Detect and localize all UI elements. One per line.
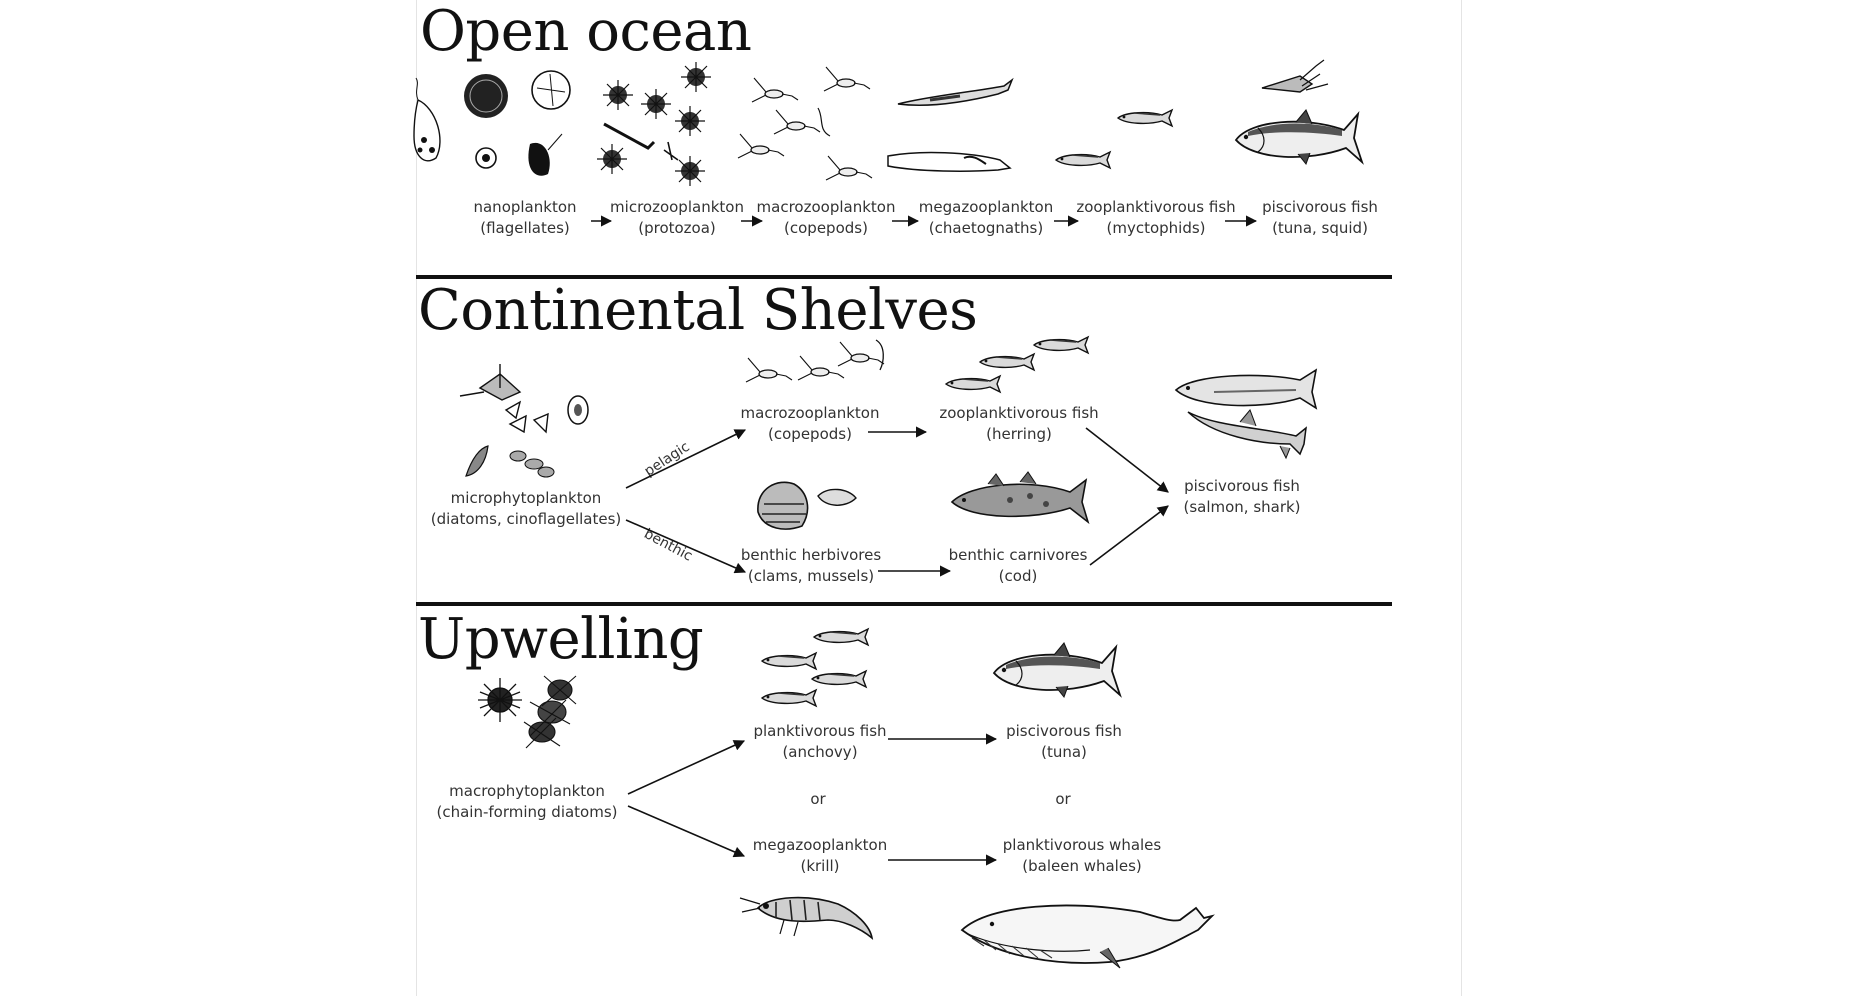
- shelves-benthic-node-2: benthic carnivores (cod): [949, 545, 1088, 587]
- node-example: (anchovy): [782, 743, 858, 761]
- upwelling-source-node: macrophytoplankton (chain-forming diatom…: [436, 781, 617, 823]
- section-title-open-ocean: Open ocean: [420, 0, 752, 64]
- protozoa-illustration: [596, 61, 712, 187]
- section-title-continental-shelves: Continental Shelves: [418, 278, 978, 343]
- node-name: microzooplankton: [610, 198, 744, 216]
- node-example: (krill): [800, 857, 840, 875]
- flagellate-cell-illustration: [413, 70, 571, 176]
- chaetognath-illustration: [887, 77, 1014, 172]
- node-example: (protozoa): [638, 219, 716, 237]
- shelves-sink-node: piscivorous fish (salmon, shark): [1183, 476, 1300, 518]
- salmon-illustration: [1174, 368, 1318, 410]
- open-ocean-node-4: megazooplankton (chaetognaths): [919, 197, 1053, 239]
- shelves-pelagic-node-2: zooplanktivorous fish (herring): [939, 403, 1098, 445]
- shelves-pelagic-node-1: macrozooplankton (copepods): [741, 403, 880, 445]
- node-name: planktivorous whales: [1002, 836, 1162, 854]
- node-example: (cod): [998, 567, 1038, 585]
- or-label-right: or: [1055, 790, 1071, 808]
- node-name: macrozooplankton: [740, 404, 880, 422]
- open-ocean-node-6: piscivorous fish (tuna, squid): [1262, 197, 1378, 239]
- myctophid-illustration: [1055, 109, 1173, 169]
- shelves-arrows: [625, 426, 1169, 577]
- tuna-illustration: [1235, 109, 1363, 165]
- node-name: zooplanktivorous fish: [1076, 198, 1236, 216]
- chain-diatom-illustration: [478, 675, 577, 749]
- shark-illustration: [1187, 409, 1307, 460]
- node-name: piscivorous fish: [1006, 722, 1122, 740]
- node-example: (chain-forming diatoms): [436, 803, 618, 821]
- node-name: planktivorous fish: [753, 722, 887, 740]
- section-title-upwelling: Upwelling: [418, 607, 704, 672]
- node-example: (tuna, squid): [1272, 219, 1368, 237]
- open-ocean-node-2: microzooplankton (protozoa): [610, 197, 744, 239]
- upwelling-arrows: [627, 733, 998, 866]
- node-example: (herring): [986, 425, 1052, 443]
- node-name: benthic herbivores: [740, 546, 882, 564]
- upwelling-lower-node-2: planktivorous whales (baleen whales): [1003, 835, 1161, 877]
- node-example: (salmon, shark): [1183, 498, 1301, 516]
- shelves-source-node: microphytoplankton (diatoms, cinoflagell…: [431, 488, 622, 530]
- node-name: piscivorous fish: [1262, 198, 1378, 216]
- upwelling-tuna-illustration: [993, 642, 1121, 698]
- herring-illustration: [945, 336, 1089, 393]
- node-name: microphytoplankton: [450, 489, 602, 507]
- anchovy-illustration: [761, 628, 869, 707]
- node-name: megazooplankton: [918, 198, 1054, 216]
- cod-illustration: [950, 471, 1090, 525]
- open-ocean-node-1: nanoplankton (flagellates): [473, 197, 576, 239]
- open-ocean-node-5: zooplanktivorous fish (myctophids): [1076, 197, 1235, 239]
- diatom-illustration: [459, 364, 589, 478]
- clam-illustration: [757, 481, 857, 530]
- upwelling-lower-node-1: megazooplankton (krill): [753, 835, 887, 877]
- open-ocean-node-3: macrozooplankton (copepods): [757, 197, 896, 239]
- section-divider: [416, 275, 1392, 279]
- krill-illustration: [739, 896, 874, 940]
- node-example: (clams, mussels): [747, 567, 875, 585]
- node-example: (baleen whales): [1022, 857, 1142, 875]
- shelves-copepod-illustration: [745, 339, 885, 383]
- squid-illustration: [1261, 59, 1329, 93]
- node-example: (chaetognaths): [928, 219, 1044, 237]
- node-name: macrozooplankton: [756, 198, 896, 216]
- node-name: zooplanktivorous fish: [939, 404, 1099, 422]
- or-label-left: or: [810, 790, 826, 808]
- node-example: (tuna): [1041, 743, 1087, 761]
- node-example: (flagellates): [480, 219, 570, 237]
- node-example: (copepods): [768, 425, 852, 443]
- node-name: nanoplankton: [473, 198, 577, 216]
- node-example: (copepods): [784, 219, 868, 237]
- node-name: benthic carnivores: [948, 546, 1088, 564]
- shelves-benthic-node-1: benthic herbivores (clams, mussels): [741, 545, 881, 587]
- baleen-whale-illustration: [960, 904, 1215, 969]
- figure-frame: [416, 0, 1462, 996]
- node-name: megazooplankton: [752, 836, 888, 854]
- node-example: (diatoms, cinoflagellates): [430, 510, 622, 528]
- upwelling-upper-node-2: piscivorous fish (tuna): [1006, 721, 1122, 763]
- node-name: piscivorous fish: [1184, 477, 1300, 495]
- section-divider: [416, 602, 1392, 606]
- node-name: macrophytoplankton: [449, 782, 605, 800]
- copepod-illustration: [737, 66, 873, 181]
- node-example: (myctophids): [1106, 219, 1206, 237]
- upwelling-upper-node-1: planktivorous fish (anchovy): [753, 721, 886, 763]
